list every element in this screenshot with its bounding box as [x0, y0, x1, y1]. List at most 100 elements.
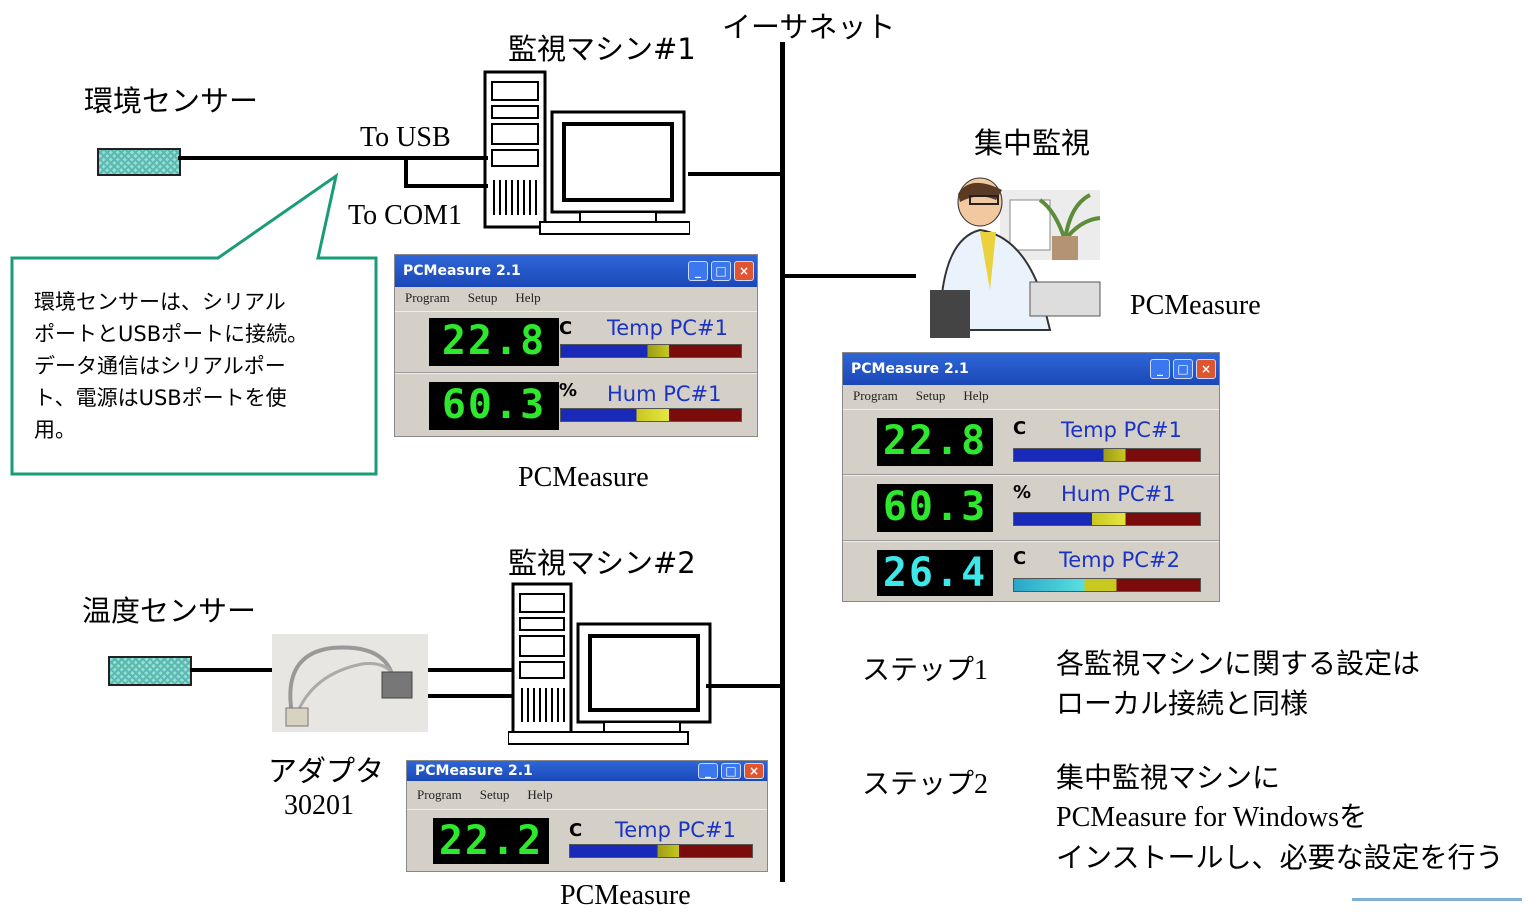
step1-line: ローカル接続と同様	[1056, 687, 1309, 720]
lcd-readout: 60.3	[877, 484, 993, 532]
level-bar	[560, 344, 742, 358]
central-ethernet-link	[782, 274, 916, 278]
usb-port-label: To USB	[360, 122, 451, 153]
minimize-icon[interactable]: _	[698, 763, 718, 779]
step2-line: 集中監視マシンに	[1056, 761, 1281, 794]
ethernet-label: イーサネット	[722, 10, 896, 44]
sensor1-com-cable-v	[404, 156, 408, 188]
close-icon[interactable]: ×	[1196, 359, 1216, 379]
central-label: 集中監視	[974, 126, 1091, 160]
callout-line: ト、電源はUSBポートを使	[34, 386, 287, 410]
level-bar	[569, 844, 753, 858]
minimize-icon[interactable]: _	[1150, 359, 1170, 379]
sensor1-com-cable-h	[404, 184, 488, 188]
pcmeasure-window-central: PCMeasure 2.1 _ □ × Program Setup Help 2…	[842, 352, 1220, 602]
channel-name: Temp PC#2	[1059, 548, 1180, 572]
window-titlebar[interactable]: PCMeasure 2.1 _ □ ×	[395, 255, 757, 287]
machine1-pc-icon	[483, 70, 690, 235]
unit-label: %	[1013, 482, 1032, 503]
corner-logo	[1352, 898, 1522, 911]
sensor1-usb-cable	[178, 156, 488, 160]
sensor-row: 22.8 C Temp PC#1	[395, 311, 757, 373]
ethernet-line	[780, 42, 785, 882]
window-titlebar[interactable]: PCMeasure 2.1 _ □ ×	[843, 353, 1219, 385]
step2-text: 集中監視マシンに PCMeasure for Windowsを インストールし、…	[1056, 758, 1503, 878]
callout-line: データ通信はシリアルポー	[34, 354, 286, 378]
machine2-pc-icon	[508, 582, 712, 745]
menu-setup[interactable]: Setup	[479, 787, 510, 802]
callout-text: 環境センサーは、シリアル ポートとUSBポートに接続。 データ通信はシリアルポー…	[34, 286, 308, 446]
maximize-icon[interactable]: □	[1173, 359, 1193, 379]
lcd-readout: 22.8	[877, 418, 993, 466]
channel-name: Temp PC#1	[1061, 418, 1182, 442]
adapter-photo	[272, 634, 428, 732]
adapter-model: 30201	[284, 790, 354, 821]
unit-label: C	[559, 318, 573, 339]
channel-name: Hum PC#1	[1061, 482, 1176, 506]
menu-program[interactable]: Program	[417, 787, 462, 802]
step1-line: 各監視マシンに関する設定は	[1056, 647, 1421, 680]
window-menubar: Program Setup Help	[395, 287, 757, 309]
window-titlebar[interactable]: PCMeasure 2.1 _ □ ×	[407, 761, 767, 781]
maximize-icon[interactable]: □	[721, 763, 741, 779]
step1-text: 各監視マシンに関する設定は ローカル接続と同様	[1056, 644, 1420, 724]
step2-label: ステップ2	[862, 769, 989, 800]
adapter-cable-b	[428, 694, 512, 698]
sensor2-cable	[190, 668, 272, 672]
sensor2-label: 温度センサー	[82, 594, 257, 628]
operator-illustration	[930, 177, 1101, 338]
adapter-label: アダプタ	[268, 754, 385, 788]
channel-name: Temp PC#1	[615, 818, 736, 842]
window-title: PCMeasure 2.1	[415, 763, 533, 779]
close-icon[interactable]: ×	[734, 261, 754, 281]
sensor2-device	[108, 656, 192, 686]
app-caption-machine2: PCMeasure	[560, 880, 691, 911]
close-icon[interactable]: ×	[744, 763, 764, 779]
sensor1-device	[97, 148, 181, 176]
channel-name: Hum PC#1	[607, 382, 722, 406]
callout-line: 用。	[34, 418, 76, 442]
level-bar	[1013, 448, 1201, 462]
channel-name: Temp PC#1	[607, 316, 728, 340]
sensor-row: 60.3 % Hum PC#1	[395, 373, 757, 436]
lcd-readout: 60.3	[429, 382, 559, 430]
sensor-row: 22.2 C Temp PC#1	[407, 809, 767, 871]
sensor-row: 60.3 % Hum PC#1	[843, 475, 1219, 541]
step2-line: インストールし、必要な設定を行う	[1056, 841, 1504, 874]
adapter-cable-a	[428, 668, 512, 672]
sensor-row: 22.8 C Temp PC#1	[843, 409, 1219, 475]
machine1-label: 監視マシン#1	[508, 32, 696, 66]
machine2-ethernet-link	[706, 684, 782, 688]
unit-label: C	[1013, 418, 1027, 439]
menu-setup[interactable]: Setup	[915, 388, 946, 403]
window-menubar: Program Setup Help	[843, 385, 1219, 407]
menu-help[interactable]: Help	[527, 787, 553, 802]
callout-line: ポートとUSBポートに接続。	[34, 322, 309, 346]
window-title: PCMeasure 2.1	[403, 263, 521, 279]
menu-program[interactable]: Program	[853, 388, 898, 403]
step1-label: ステップ1	[862, 655, 989, 686]
machine2-label: 監視マシン#2	[508, 546, 696, 580]
menu-program[interactable]: Program	[405, 290, 450, 305]
level-bar	[560, 408, 742, 422]
pcmeasure-window-machine2: PCMeasure 2.1 _ □ × Program Setup Help 2…	[406, 760, 768, 872]
menu-help[interactable]: Help	[963, 388, 989, 403]
callout-bubble	[10, 172, 378, 476]
window-title: PCMeasure 2.1	[851, 361, 969, 377]
lcd-readout: 22.2	[433, 818, 549, 864]
machine1-ethernet-link	[688, 172, 782, 176]
unit-label: %	[559, 380, 578, 401]
pcmeasure-window-machine1: PCMeasure 2.1 _ □ × Program Setup Help 2…	[394, 254, 758, 437]
level-bar	[1013, 578, 1201, 592]
menu-setup[interactable]: Setup	[467, 290, 498, 305]
level-bar	[1013, 512, 1201, 526]
unit-label: C	[1013, 548, 1027, 569]
callout-line: 環境センサーは、シリアル	[34, 290, 286, 314]
lcd-readout: 22.8	[429, 318, 559, 366]
minimize-icon[interactable]: _	[688, 261, 708, 281]
central-app-label: PCMeasure	[1130, 290, 1261, 321]
step2-line: PCMeasure for Windowsを	[1056, 802, 1367, 833]
app-caption-machine1: PCMeasure	[518, 462, 649, 493]
menu-help[interactable]: Help	[515, 290, 541, 305]
maximize-icon[interactable]: □	[711, 261, 731, 281]
